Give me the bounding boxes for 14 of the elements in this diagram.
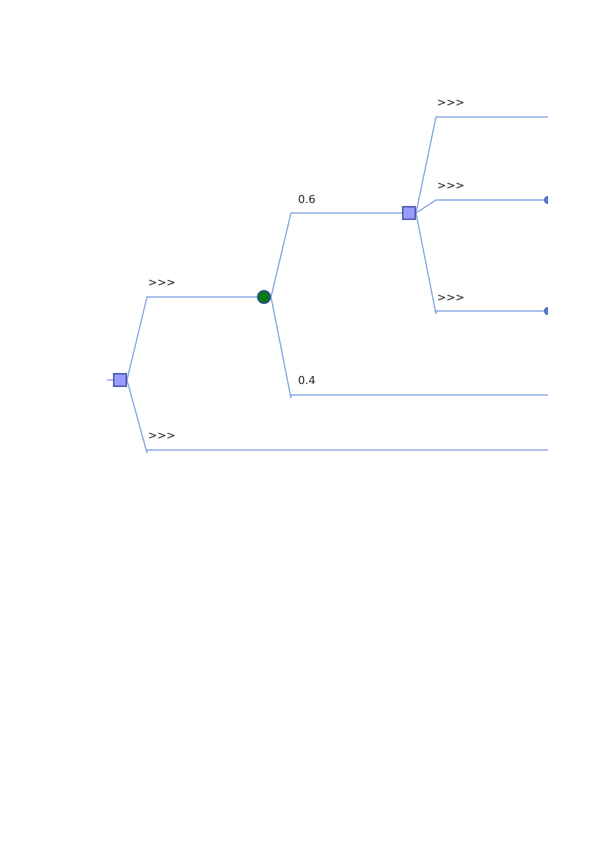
chance-node [257, 290, 271, 304]
edge-label: 0.4 [297, 374, 316, 387]
branch-line [126, 296, 257, 380]
branch-line [416, 199, 544, 214]
chance-node [544, 196, 548, 204]
decision-node [113, 373, 127, 387]
branch-line [415, 212, 544, 315]
chance-node [544, 307, 548, 315]
branch-line [415, 116, 548, 214]
branch-line [270, 212, 402, 298]
decision-node [402, 206, 416, 220]
branch-line [126, 380, 548, 454]
edge-label: 0.6 [297, 193, 316, 206]
branch-line [270, 296, 548, 399]
